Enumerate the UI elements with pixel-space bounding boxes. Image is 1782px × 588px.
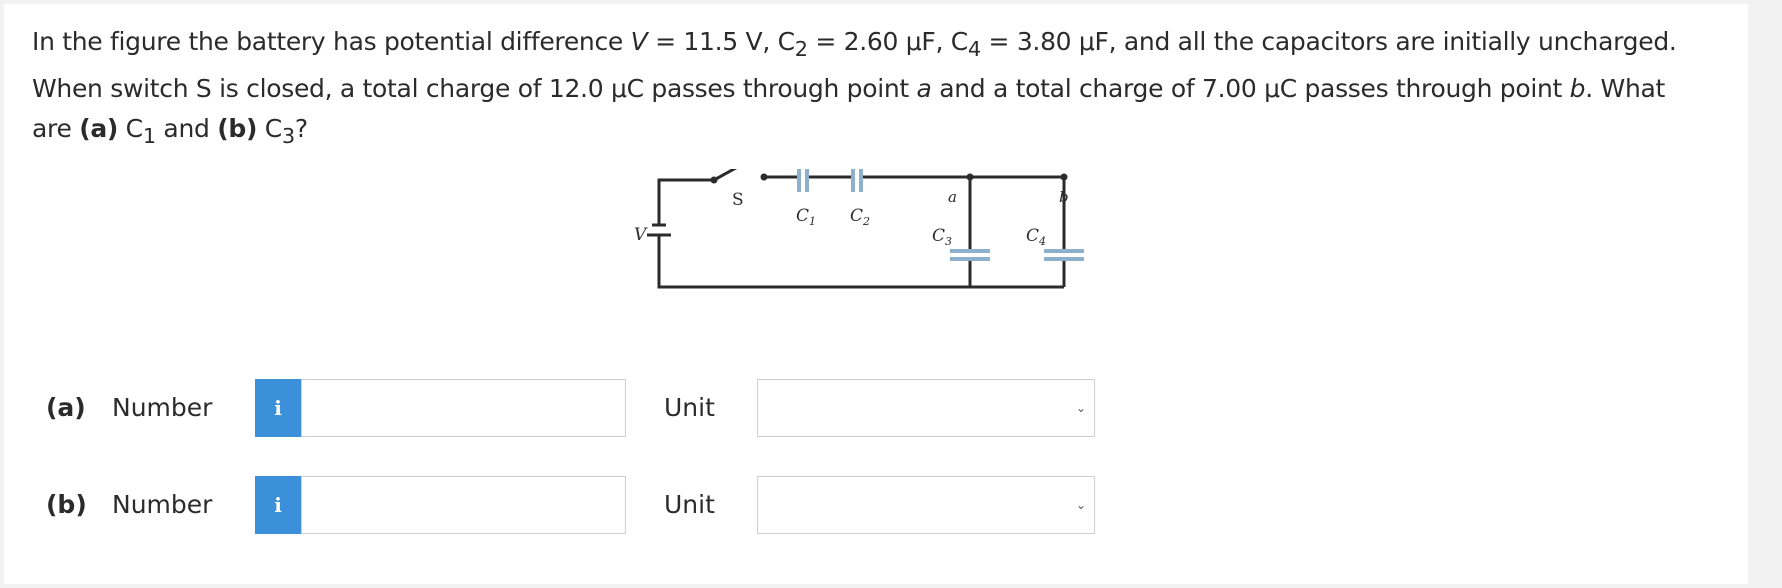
- number-label: Number: [112, 490, 213, 519]
- switch-contact: [710, 176, 718, 184]
- unit-label: Unit: [664, 490, 715, 519]
- number-label: Number: [112, 393, 213, 422]
- c1-label: C1: [796, 206, 816, 228]
- junction-dot-b: [1060, 173, 1068, 181]
- number-input-a[interactable]: [301, 379, 626, 437]
- text: . What: [1585, 74, 1666, 103]
- chevron-down-icon: ⌄: [1075, 401, 1086, 415]
- unit-label: Unit: [664, 393, 715, 422]
- c2-sub: 2: [862, 215, 870, 228]
- battery-label: V: [634, 225, 648, 245]
- unit-dropdown-b[interactable]: ⌄: [757, 476, 1095, 534]
- info-button[interactable]: i: [255, 379, 301, 437]
- wire-left-top: [657, 178, 714, 225]
- text: = 2.60 μF, C: [807, 27, 968, 56]
- circuit-diagram: V S C1 C2 C3 C4 a b: [634, 169, 1084, 289]
- c4-label: C4: [1026, 226, 1046, 248]
- part-b-label: (b): [217, 114, 258, 143]
- text: In the figure the battery has potential …: [32, 27, 631, 56]
- question-line-1: In the figure the battery has potential …: [32, 22, 1732, 69]
- subscript: 3: [281, 124, 295, 148]
- text: ?: [294, 114, 308, 143]
- circuit-wires: [657, 169, 1066, 289]
- chevron-down-icon: ⌄: [1075, 498, 1086, 512]
- text: When switch S is closed, a total charge …: [32, 74, 917, 103]
- switch-label: S: [732, 190, 744, 210]
- question-line-3: are (a) C1 and (b) C3?: [32, 109, 1732, 156]
- c4-sub: 4: [1038, 235, 1046, 248]
- info-icon: i: [274, 493, 282, 517]
- question-card: In the figure the battery has potential …: [4, 4, 1748, 584]
- c1-sub: 1: [809, 215, 816, 228]
- question-line-2: When switch S is closed, a total charge …: [32, 69, 1732, 109]
- c2-letter: C: [850, 206, 863, 226]
- text: are: [32, 114, 80, 143]
- text: C: [257, 114, 282, 143]
- subscript: 2: [794, 37, 808, 61]
- number-input-b[interactable]: [301, 476, 626, 534]
- info-icon: i: [274, 396, 282, 420]
- text: and: [155, 114, 218, 143]
- var-b: b: [1569, 74, 1586, 103]
- c3-sub: 3: [945, 235, 952, 248]
- text: and a total charge of 7.00 μC passes thr…: [931, 74, 1570, 103]
- point-b-label: b: [1059, 188, 1069, 206]
- part-label: (b): [46, 490, 87, 519]
- text: = 11.5 V, C: [647, 27, 795, 56]
- point-a-label: a: [948, 188, 957, 206]
- part-a-label: (a): [79, 114, 119, 143]
- c2-label: C2: [850, 206, 870, 228]
- text: C: [118, 114, 143, 143]
- unit-dropdown-a[interactable]: ⌄: [757, 379, 1095, 437]
- c4-letter: C: [1026, 226, 1039, 246]
- part-label: (a): [46, 393, 86, 422]
- answer-row-a: (a) Number i Unit ⌄: [4, 379, 1204, 439]
- switch-blade: [713, 169, 738, 182]
- var-a: a: [916, 74, 932, 103]
- question-text: In the figure the battery has potential …: [32, 22, 1732, 156]
- text: = 3.80 μF, and all the capacitors are in…: [980, 27, 1677, 56]
- answer-row-b: (b) Number i Unit ⌄: [4, 476, 1204, 536]
- var-v: V: [630, 27, 648, 56]
- c3-letter: C: [932, 226, 945, 246]
- subscript: 4: [967, 37, 981, 61]
- info-button[interactable]: i: [255, 476, 301, 534]
- subscript: 1: [142, 124, 156, 148]
- wire-bottom: [657, 283, 1064, 289]
- c1-letter: C: [796, 206, 809, 226]
- junction-dot-a: [966, 173, 974, 181]
- switch-contact: [760, 173, 768, 181]
- c3-label: C3: [932, 226, 952, 248]
